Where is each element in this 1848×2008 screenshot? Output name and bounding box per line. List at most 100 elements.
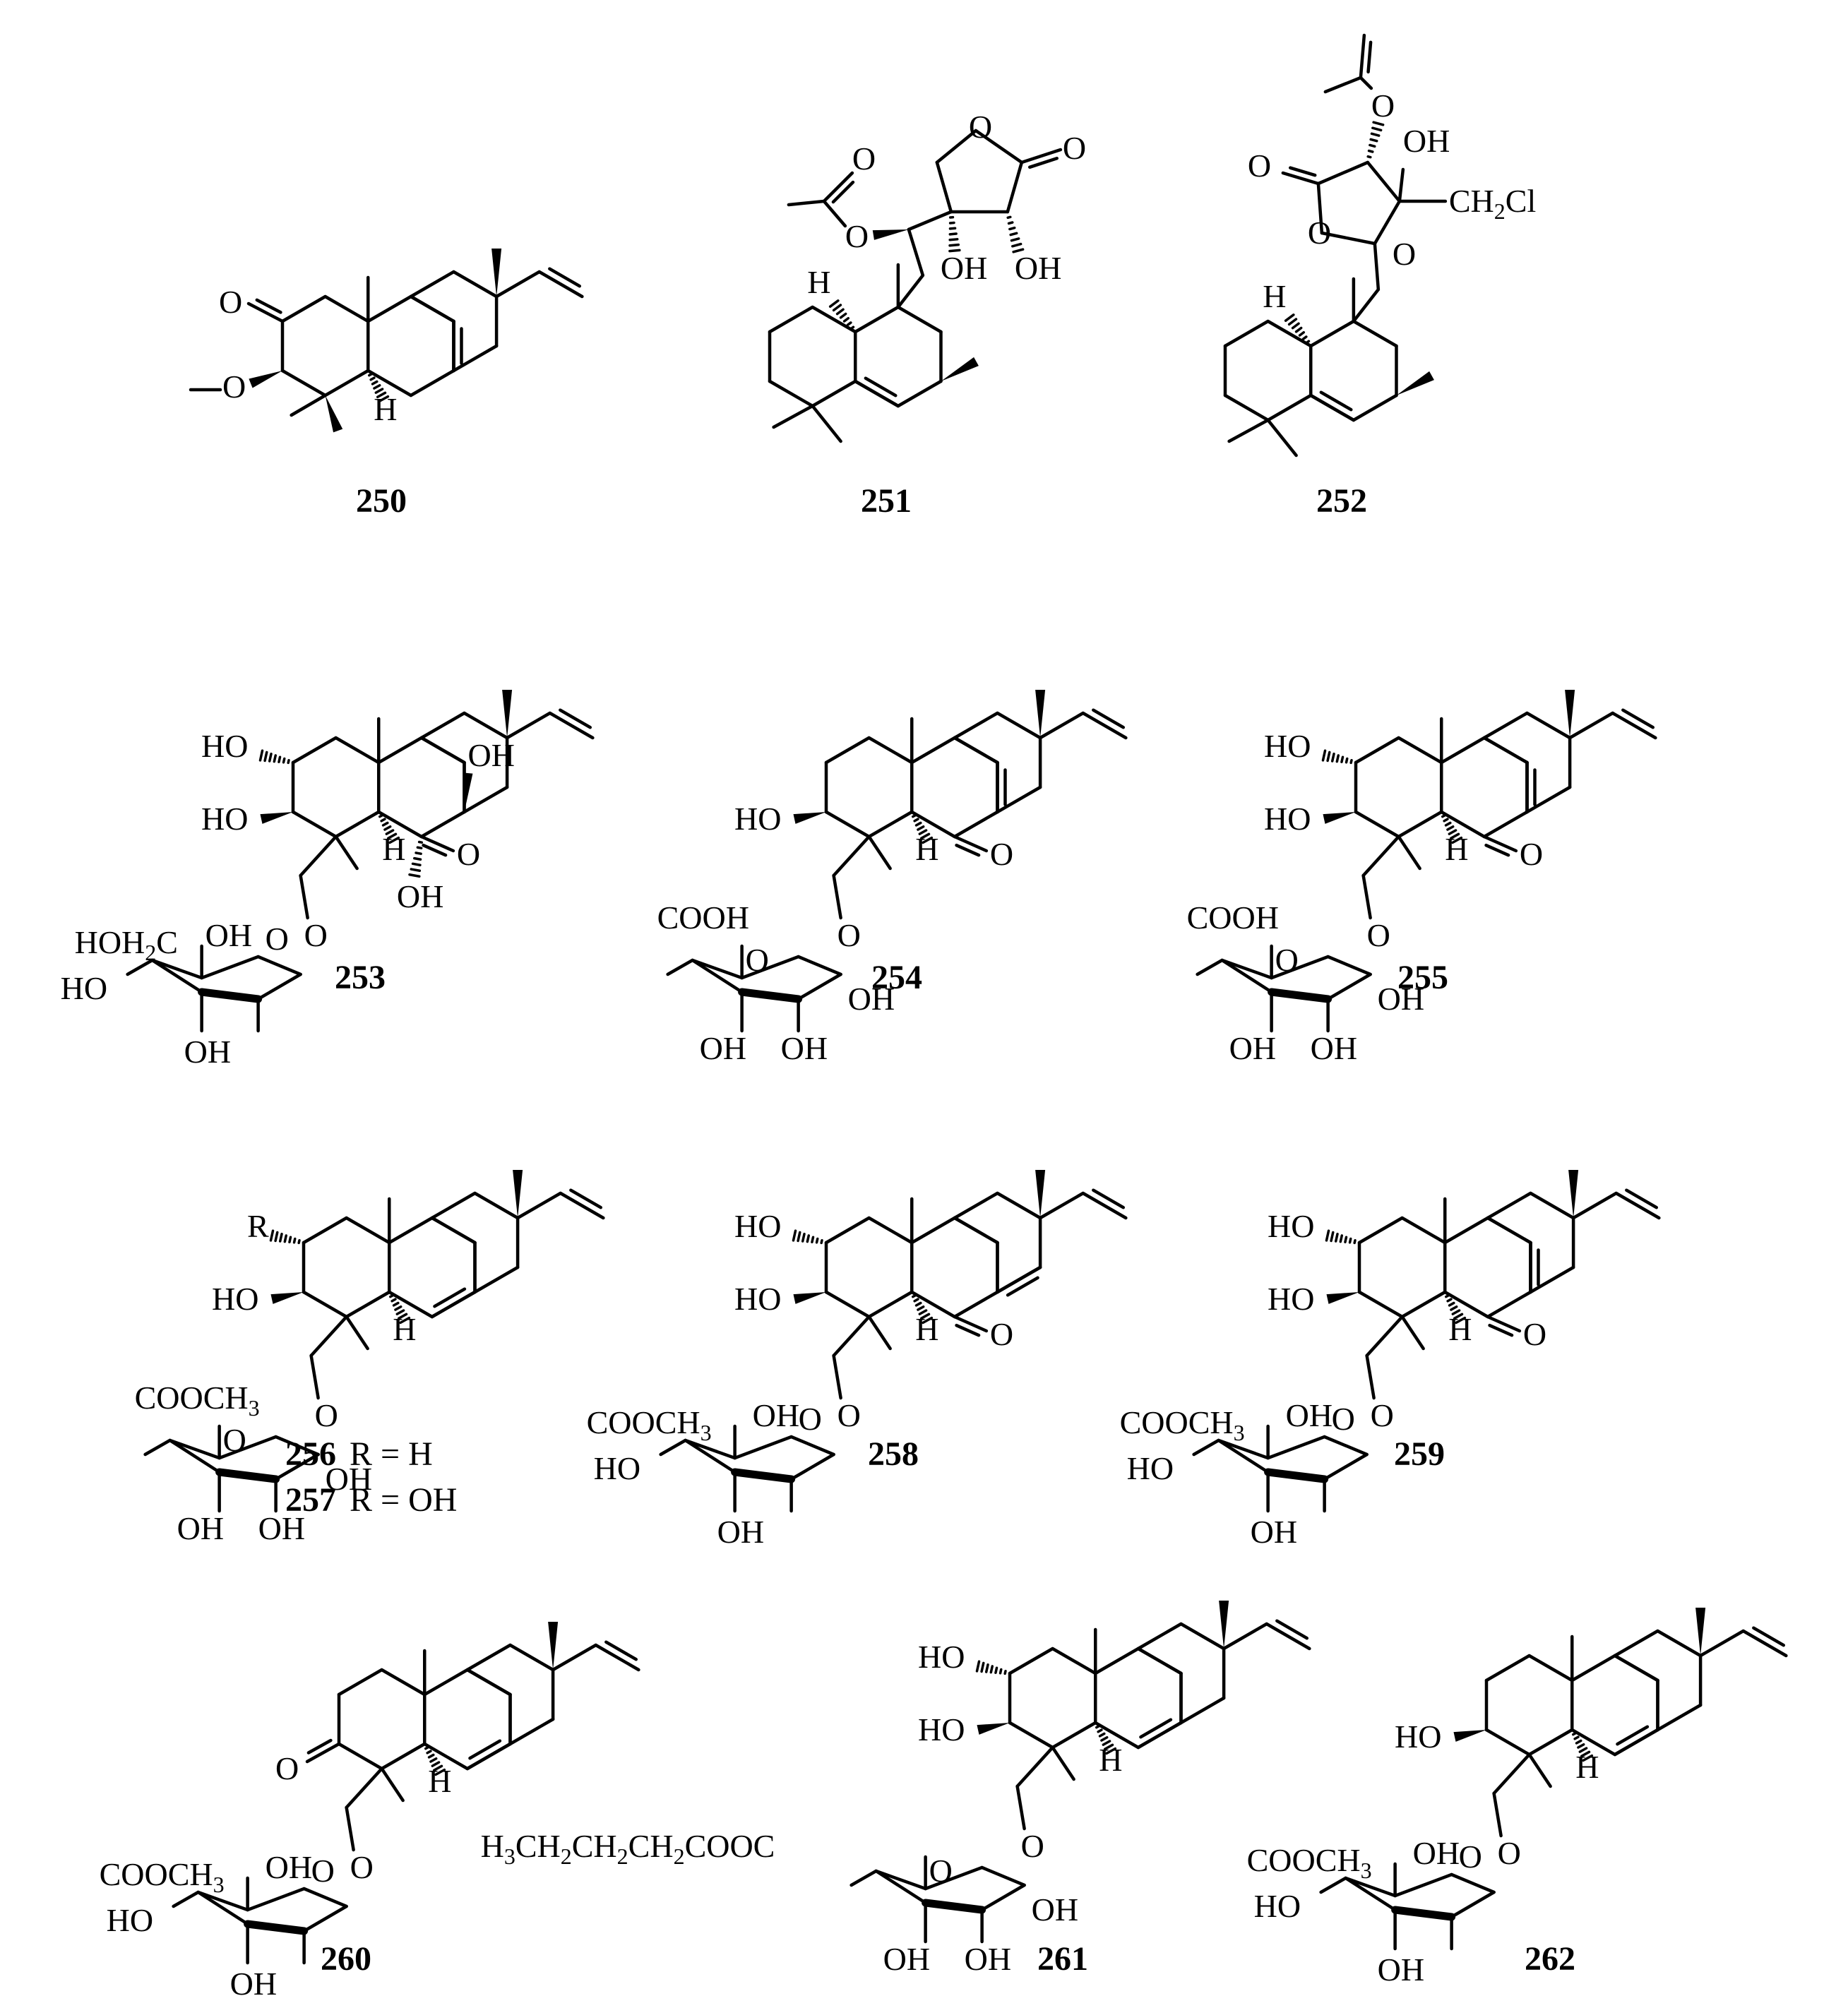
atom-label-253: HO [201,728,248,764]
bond-252 [1223,319,1270,348]
bond-251 [768,305,814,334]
bond-254 [910,736,957,765]
hash-bond-253 [268,752,273,763]
bond-252 [1352,393,1398,422]
bond-258 [684,1438,737,1460]
hash-bond-261 [1105,1747,1117,1755]
sugar-front-bond-261 [922,1899,986,1914]
bond-256-257 [473,1265,520,1294]
bond-250 [323,294,370,323]
hash-bond-251 [835,308,845,316]
atom-label-259: OH [1286,1397,1333,1433]
bond-262 [1393,1872,1453,1898]
bond-254 [1038,711,1085,740]
bond-256-257 [143,1438,172,1457]
hash-bond-262 [1575,1739,1582,1745]
double-bond-251 [822,171,854,203]
hash-bond-253 [416,846,423,849]
wedge-bond-250 [249,371,282,388]
bond-252 [1308,319,1356,348]
hash-bond-260 [426,1750,432,1755]
double-bond-260 [468,1739,502,1760]
atom-label-255: OH [1229,1030,1276,1066]
hash-bond-259 [1455,1316,1467,1325]
hash-bond-256-257 [269,1229,275,1242]
hash-bond-256-257 [278,1232,283,1243]
bond-260 [465,1668,512,1697]
hash-bond-258 [913,1298,919,1303]
hash-bond-258 [820,1239,823,1245]
bond-253 [376,736,424,765]
atom-label-252: CH2​Cl [1449,183,1536,224]
bond-262 [1344,1876,1397,1898]
atom-label-251: O [1063,130,1086,166]
hash-bond-250 [376,391,387,398]
double-bond-254 [1092,708,1126,729]
atom-label-260: OH [266,1849,312,1885]
hash-bond-256-257 [394,1305,403,1311]
bond-254 [867,810,914,839]
hash-bond-259 [1330,1231,1335,1243]
bond-258 [1038,1191,1085,1220]
bond-256-257 [430,1216,477,1245]
hash-bond-256-257 [283,1234,287,1243]
double-bond-258 [1092,1188,1126,1209]
bond-253 [256,955,302,976]
hash-bond-254 [917,825,925,831]
bond-262 [1656,1703,1703,1732]
hash-bond-254 [922,836,934,844]
double-bond-260 [604,1640,638,1661]
hash-bond-252 [1294,326,1303,333]
atom-label-260: O [350,1849,374,1885]
wedge-bond-259 [1326,1292,1359,1304]
bond-262 [1527,1728,1574,1757]
atom-label-255: O [1275,942,1299,978]
atom-label-252: O [1248,148,1271,184]
bond-259 [1400,1290,1447,1319]
atom-label-258: O [990,1316,1013,1352]
hash-bond-259 [1348,1237,1352,1244]
wedge-bond-259 [1568,1170,1579,1218]
bond-255 [1568,711,1614,740]
bond-250 [280,294,327,323]
bond-259 [1400,1315,1425,1351]
atom-label-259: HO [1127,1450,1174,1486]
hash-bond-261 [975,1660,981,1673]
double-bond-259 [1488,1323,1514,1337]
atom-label-261: HO [918,1639,965,1675]
atom-label-258: O [799,1401,822,1437]
atom-label-252: O [1308,215,1331,251]
bond-252 [1316,181,1324,235]
bond-250 [494,270,541,299]
bond-252 [1359,76,1373,90]
bond-254 [910,810,957,839]
hash-bond-258 [811,1236,815,1243]
atom-label-252: OH [1403,123,1450,159]
double-bond-252 [1288,166,1317,177]
double-bond-259 [1486,1315,1522,1333]
compound-label-259: 259 [1394,1435,1445,1473]
bond-251 [768,379,814,408]
hash-bond-259 [1448,1301,1455,1307]
atom-label-258: COOCH3​ [587,1404,712,1445]
hash-bond-253 [287,759,290,765]
bond-262 [1527,1654,1574,1683]
bond-255 [1270,955,1330,980]
hash-bond-252 [1301,335,1308,340]
hash-bond-254 [918,829,928,835]
double-bond-258 [955,1323,981,1337]
bond-255 [1525,711,1572,740]
hash-bond-253 [408,873,421,878]
atom-label-253: O [304,917,328,953]
bond-250 [409,270,455,299]
bond-258 [867,1290,914,1319]
double-bond-259 [1625,1188,1659,1209]
double-bond-250 [548,267,582,288]
hash-bond-261 [1103,1743,1114,1750]
atom-label-256-257: R [247,1208,269,1244]
hash-bond-251 [1010,237,1020,242]
atom-label-254: COOH [657,900,749,936]
hash-bond-256-257 [391,1298,397,1303]
hash-bond-251 [948,243,960,247]
hash-bond-256-257 [399,1316,411,1325]
